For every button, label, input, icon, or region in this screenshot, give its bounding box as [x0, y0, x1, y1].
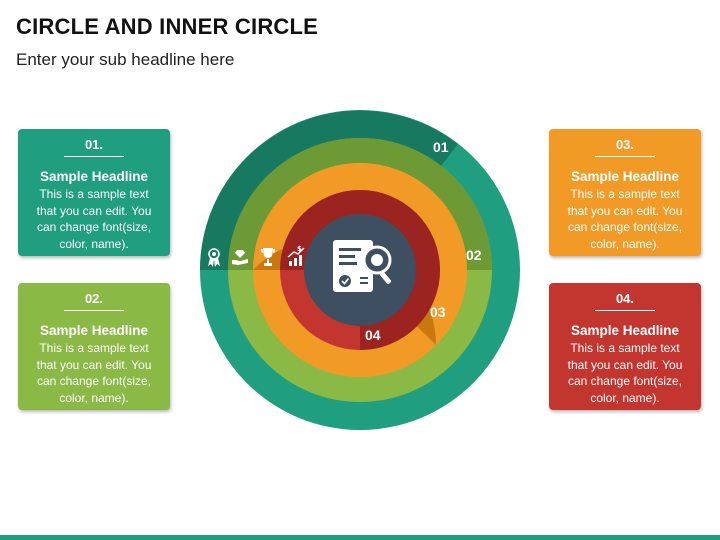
card-text: This is a sample text that you can edit.…	[36, 187, 152, 251]
card-headline: Sample Headline	[570, 323, 680, 338]
divider	[64, 310, 124, 311]
diamond-hand-icon	[232, 250, 248, 265]
trophy-icon	[260, 248, 276, 266]
card-03: 03. Sample Headline This is a sample tex…	[549, 129, 701, 256]
ring-label-01: 01	[433, 139, 449, 155]
ring-label-04: 04	[365, 327, 381, 343]
bottom-accent-bar	[0, 535, 720, 540]
page-title: CIRCLE AND INNER CIRCLE	[16, 14, 319, 39]
card-02: 02. Sample Headline This is a sample tex…	[18, 283, 170, 410]
card-number: 03.	[615, 137, 635, 152]
card-text: This is a sample text that you can edit.…	[567, 341, 683, 405]
svg-text:$: $	[297, 245, 302, 253]
award-ribbon-icon	[208, 248, 220, 267]
card-headline: Sample Headline	[570, 169, 680, 184]
divider	[64, 156, 124, 157]
card-headline: Sample Headline	[39, 169, 149, 184]
page-subtitle: Enter your sub headline here	[16, 50, 235, 69]
card-text: This is a sample text that you can edit.…	[36, 341, 152, 405]
divider	[595, 156, 655, 157]
ring-label-03: 03	[430, 304, 446, 320]
card-01: 01. Sample Headline This is a sample tex…	[18, 129, 170, 256]
card-number: 02.	[84, 291, 104, 306]
document-search-icon	[333, 240, 392, 292]
concentric-circle-diagram: 01 02 03 04 $	[200, 110, 520, 430]
card-headline: Sample Headline	[39, 323, 149, 338]
card-number: 01.	[84, 137, 104, 152]
card-04: 04. Sample Headline This is a sample tex…	[549, 283, 701, 410]
ring-label-02: 02	[466, 247, 482, 263]
growth-chart-icon: $	[287, 245, 305, 266]
divider	[595, 310, 655, 311]
card-number: 04.	[615, 291, 635, 306]
card-text: This is a sample text that you can edit.…	[567, 187, 683, 251]
